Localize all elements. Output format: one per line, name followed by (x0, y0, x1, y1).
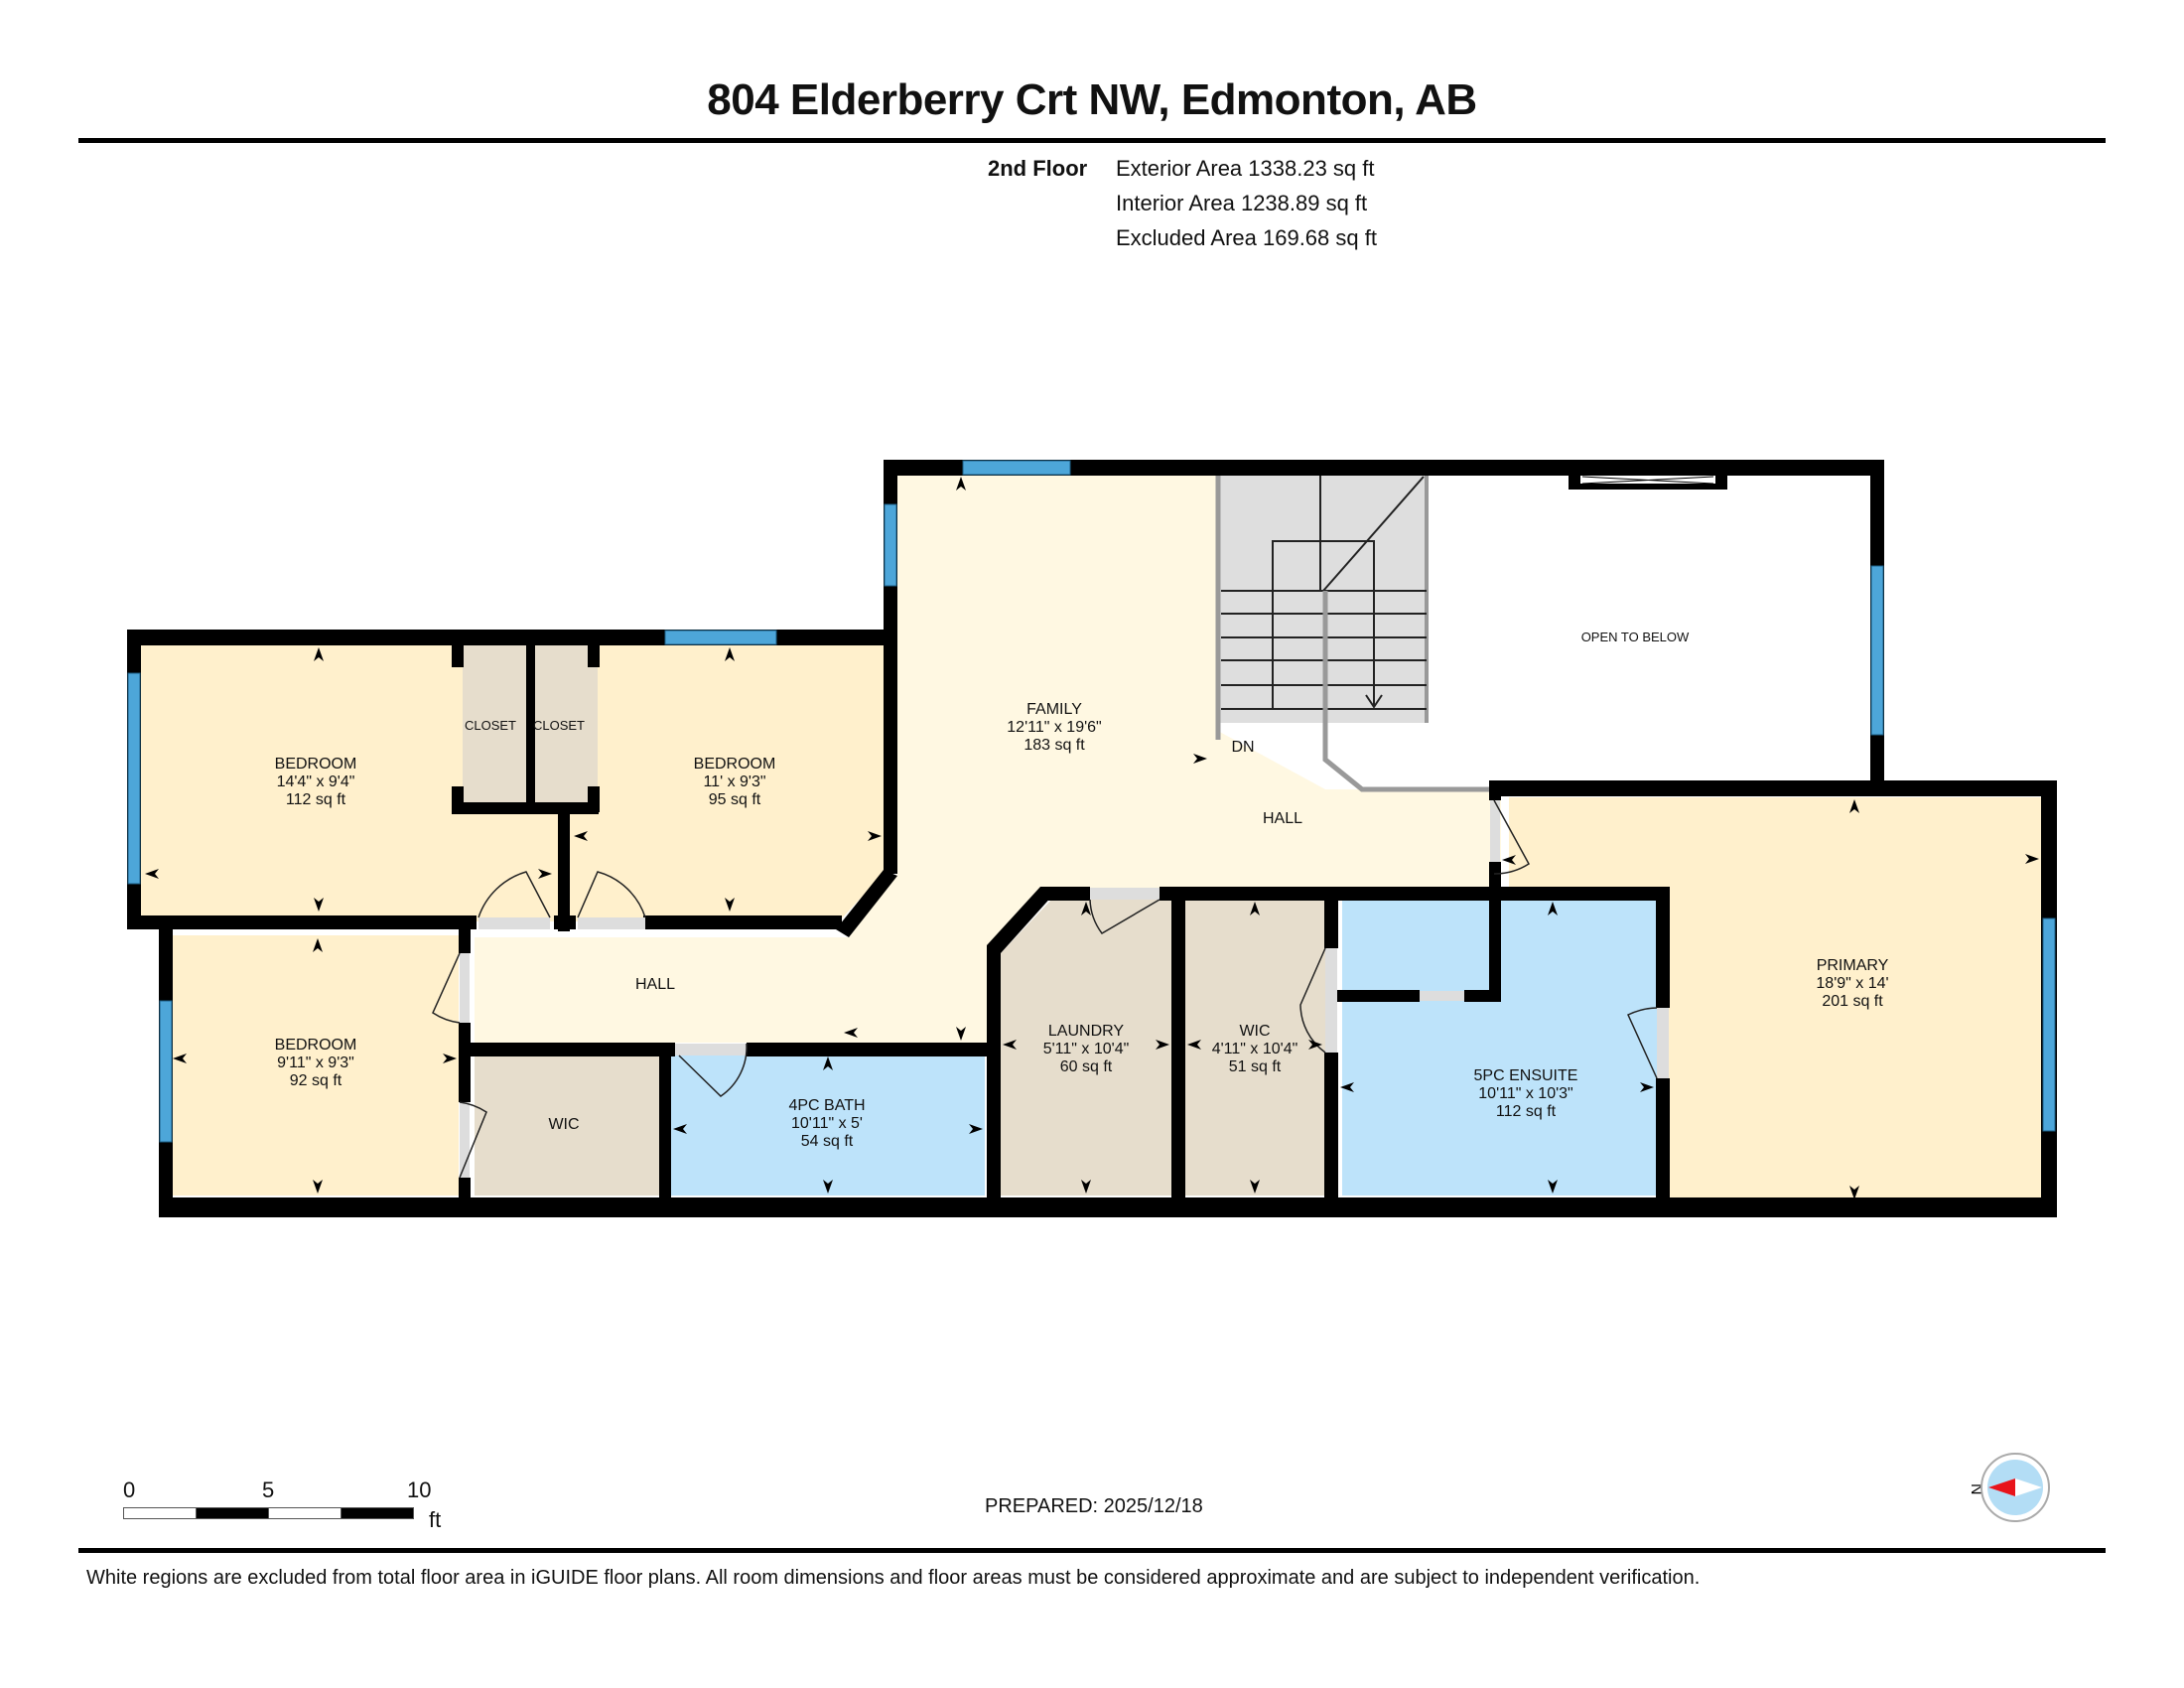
laundry-name: LAUNDRY (1048, 1023, 1125, 1040)
dimension-arrows (145, 477, 2039, 1199)
interior-area: Interior Area 1238.89 sq ft (1116, 191, 1368, 215)
bedroom3-area: 92 sq ft (290, 1072, 342, 1089)
room-fills (135, 475, 2045, 1202)
excluded-area: Excluded Area 169.68 sq ft (1116, 225, 1377, 250)
hall-lower-name: HALL (635, 976, 675, 993)
family-dims: 12'11" x 19'6" (1007, 719, 1101, 736)
window-bedroom2-top (664, 630, 777, 645)
bath4pc-dims: 10'11" x 5' (791, 1115, 863, 1132)
laundry-fill (1001, 897, 1171, 1196)
scale-tick-5: 5 (262, 1477, 275, 1502)
window-family-left (884, 503, 897, 587)
bedroom2-dims: 11' x 9'3" (703, 774, 765, 790)
primary-fill-upper (1509, 797, 1707, 889)
window-open-right (1870, 565, 1884, 736)
page-title: 804 Elderberry Crt NW, Edmonton, AB (707, 75, 1477, 124)
bedroom1-name: BEDROOM (275, 756, 357, 773)
scale-tick-0: 0 (123, 1477, 136, 1502)
primary-fill (1672, 797, 2045, 1202)
family-hall-fill (475, 475, 1501, 1043)
laundry-dims: 5'11" x 10'4" (1043, 1041, 1130, 1057)
wic-mid-fill (1185, 897, 1330, 1196)
skylight-x2 (1581, 476, 1714, 485)
scale-tick-10: 10 (407, 1477, 432, 1502)
ensuite-dims: 10'11" x 10'3" (1478, 1085, 1572, 1102)
window-bedroom3-left (159, 1000, 173, 1143)
laundry-area: 60 sq ft (1060, 1058, 1113, 1075)
ensuite-area: 112 sq ft (1496, 1103, 1557, 1120)
open-to-below-label: OPEN TO BELOW (1581, 630, 1690, 644)
primary-fill-left (1668, 889, 1678, 1202)
disclaimer-text: White regions are excluded from total fl… (86, 1567, 1701, 1589)
primary-area: 201 sq ft (1822, 993, 1883, 1010)
doors (432, 799, 1669, 1179)
windows (127, 460, 2056, 1143)
bath4pc-fill (671, 1055, 985, 1196)
bedroom2-name: BEDROOM (694, 756, 776, 773)
prepared-date: PREPARED: 2025/12/18 (985, 1495, 1203, 1517)
scale-segment-1 (123, 1507, 197, 1519)
primary-dims: 18'9" x 14' (1816, 975, 1888, 992)
window-family-top (962, 460, 1071, 476)
wic-mid-area: 51 sq ft (1229, 1058, 1282, 1075)
stairs-dn-label: DN (1231, 739, 1254, 756)
hall-upper-name: HALL (1263, 810, 1302, 827)
staircase (1215, 475, 1494, 792)
window-primary-right (2042, 917, 2056, 1132)
wic-left-name: WIC (548, 1116, 579, 1133)
compass: N (1966, 1448, 2065, 1536)
scale-segment-3 (268, 1507, 341, 1519)
family-name: FAMILY (1026, 701, 1082, 718)
bedroom1-dims: 14'4" x 9'4" (277, 774, 355, 790)
scale-segment-4 (341, 1507, 414, 1519)
exterior-area: Exterior Area 1338.23 sq ft (1116, 156, 1375, 181)
bedroom1-area: 112 sq ft (286, 791, 346, 808)
closet2-fill (534, 645, 598, 804)
floor-label: 2nd Floor (988, 156, 1088, 181)
bedroom3-dims: 9'11" x 9'3" (277, 1055, 354, 1071)
bedroom2-area: 95 sq ft (709, 791, 761, 808)
bedroom2-fill (570, 645, 884, 921)
closet1-name: CLOSET (465, 718, 516, 733)
room-labels: BEDROOM 14'4" x 9'4" 112 sq ft CLOSET CL… (275, 630, 1889, 1150)
wic-mid-dims: 4'11" x 10'4" (1212, 1041, 1298, 1057)
header-divider (78, 138, 2106, 143)
compass-north-arrow-icon (1988, 1478, 2015, 1496)
ensuite-name: 5PC ENSUITE (1474, 1067, 1578, 1084)
bath4pc-name: 4PC BATH (788, 1097, 865, 1114)
closet2-name: CLOSET (533, 718, 585, 733)
closet1-fill (463, 645, 526, 804)
scale-segment-2 (196, 1507, 269, 1519)
primary-name: PRIMARY (1817, 957, 1889, 974)
bath4pc-area: 54 sq ft (801, 1133, 854, 1150)
stairs-fill (1218, 475, 1427, 723)
bedroom3-name: BEDROOM (275, 1037, 357, 1054)
bedroom1-fill-lower (135, 814, 562, 921)
wic-left-fill (475, 1055, 659, 1196)
family-area: 183 sq ft (1024, 737, 1085, 754)
bedroom3-fill (171, 935, 459, 1196)
compass-north-label: N (1968, 1483, 1984, 1495)
window-bedroom1-left (127, 672, 141, 885)
scale-unit: ft (429, 1507, 442, 1532)
footer-divider (78, 1548, 2106, 1553)
wic-mid-name: WIC (1239, 1023, 1270, 1040)
compass-south-arrow-icon (2015, 1478, 2042, 1496)
